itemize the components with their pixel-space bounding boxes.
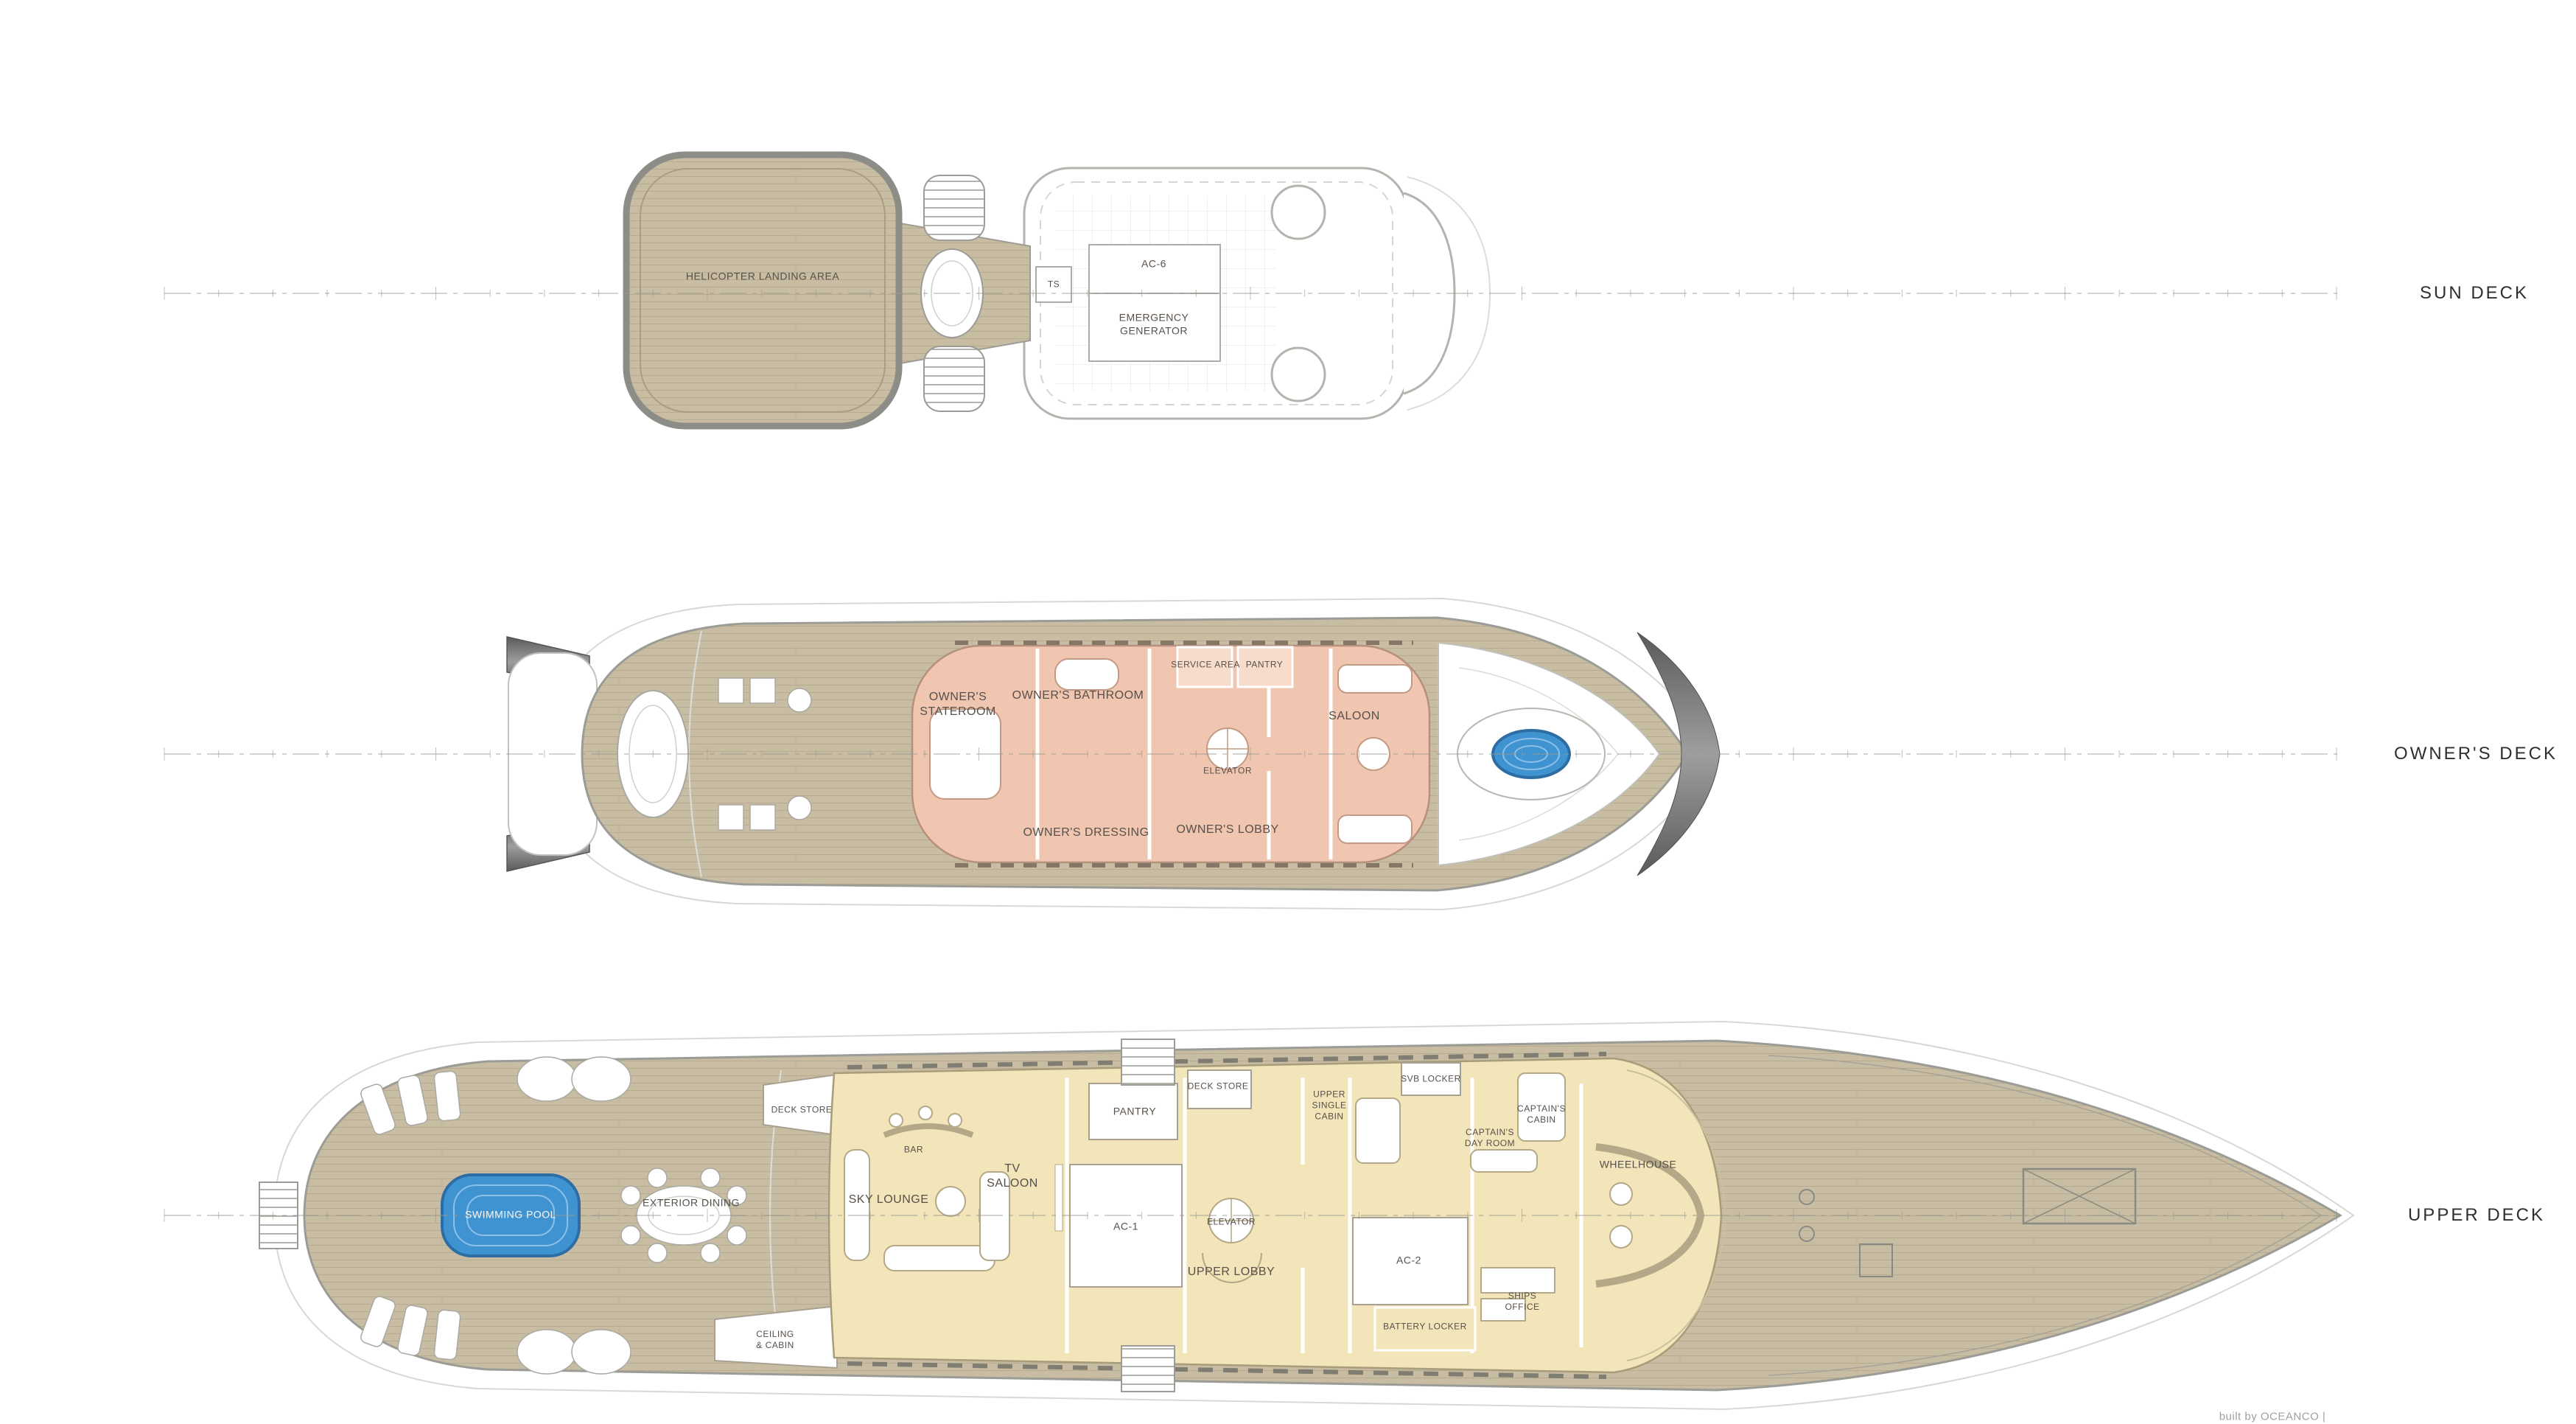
room-label-service-area: SERVICE AREA bbox=[1171, 659, 1240, 670]
owners-deck-plan bbox=[164, 597, 2337, 911]
ts-locker bbox=[1035, 266, 1072, 303]
bar-counter bbox=[883, 1123, 974, 1138]
room-label-upper-lobby: UPPER LOBBY bbox=[1187, 1266, 1275, 1278]
room-label-owners-lobby: OWNER'S LOBBY bbox=[1176, 823, 1279, 836]
sun-deck-table bbox=[1270, 346, 1326, 402]
battery-locker-room bbox=[1373, 1306, 1477, 1352]
deck-label-owners: OWNER'S DECK bbox=[2394, 744, 2558, 764]
room-label-ac1: AC-1 bbox=[1113, 1220, 1138, 1232]
deck-label-upper: UPPER DECK bbox=[2407, 1205, 2546, 1225]
upper-deck-plan bbox=[164, 1020, 2355, 1411]
room-label-saloon: SALOON bbox=[1329, 710, 1380, 722]
windlass bbox=[1799, 1189, 1815, 1205]
ac6-room bbox=[1088, 244, 1221, 294]
captains-bed bbox=[1517, 1072, 1566, 1142]
room-label-captains-day-room: CAPTAIN'S DAY ROOM bbox=[1464, 1127, 1516, 1148]
emergency-generator-room bbox=[1088, 293, 1221, 362]
day-cabin-room bbox=[714, 1305, 838, 1369]
service-area-room bbox=[1176, 646, 1233, 688]
room-label-ac2: AC-2 bbox=[1396, 1254, 1421, 1266]
room-label-captains-cabin: CAPTAIN'S CABIN bbox=[1517, 1103, 1566, 1125]
room-label-pantry-upper: PANTRY bbox=[1113, 1105, 1157, 1117]
ac2-room bbox=[1352, 1217, 1469, 1305]
upper-superstructure bbox=[827, 1057, 1723, 1374]
room-label-exterior-dining: EXTERIOR DINING bbox=[643, 1196, 740, 1209]
room-label-elevator-upper: ELEVATOR bbox=[1206, 1216, 1256, 1227]
ac1-room bbox=[1069, 1164, 1183, 1288]
room-label-swimming-pool: SWIMMING POOL bbox=[465, 1208, 556, 1221]
svb-locker-room bbox=[1401, 1062, 1461, 1096]
helipad bbox=[623, 151, 903, 430]
room-label-helipad: HELICOPTER LANDING AREA bbox=[685, 270, 840, 282]
builder-credit: built by OCEANCO | bbox=[2219, 1410, 2326, 1423]
single-cabin-bed bbox=[1355, 1097, 1401, 1164]
room-label-owners-dressing: OWNER'S DRESSING bbox=[1023, 826, 1149, 839]
windlass bbox=[1799, 1226, 1815, 1242]
sun-stairs-top bbox=[923, 175, 985, 241]
room-label-day-cabin: CEILING & CABIN bbox=[756, 1329, 794, 1350]
room-label-elevator-owners: ELEVATOR bbox=[1203, 765, 1253, 776]
pantry-room bbox=[1236, 646, 1294, 688]
deck-store-fwd-room bbox=[1187, 1069, 1252, 1109]
sun-deck-plan bbox=[164, 151, 2337, 430]
upper-stairs-bottom bbox=[1121, 1345, 1175, 1392]
room-label-wheelhouse: WHEELHOUSE bbox=[1599, 1158, 1677, 1170]
bow-locker bbox=[1859, 1243, 1893, 1277]
room-label-upper-single-cabin: UPPER SINGLE CABIN bbox=[1312, 1089, 1347, 1122]
pantry-room-upper bbox=[1088, 1083, 1178, 1140]
room-label-tv-saloon: TV SALOON bbox=[987, 1162, 1038, 1190]
room-label-owners-stateroom: OWNER'S STATEROOM bbox=[920, 691, 996, 718]
room-label-battery-locker: BATTERY LOCKER bbox=[1383, 1321, 1467, 1332]
room-label-ts: TS bbox=[1047, 279, 1060, 290]
room-label-sky-lounge: SKY LOUNGE bbox=[848, 1193, 929, 1206]
wheelhouse-console bbox=[1595, 1143, 1705, 1288]
room-label-deck-store-aft: DECK STORE bbox=[771, 1104, 833, 1115]
sun-stairs-bottom bbox=[923, 346, 985, 412]
room-label-bar: BAR bbox=[903, 1144, 924, 1155]
deck-label-sun: SUN DECK bbox=[2419, 283, 2530, 303]
room-label-svb-locker: SVB LOCKER bbox=[1401, 1073, 1461, 1084]
room-label-emergency-generator: EMERGENCY GENERATOR bbox=[1119, 311, 1189, 337]
bathtub bbox=[1054, 658, 1119, 691]
upper-stairs-top bbox=[1121, 1039, 1175, 1086]
room-label-ships-office: SHIPS OFFICE bbox=[1505, 1291, 1540, 1312]
bow-hatch bbox=[2022, 1168, 2137, 1225]
room-label-owners-bathroom: OWNER'S BATHROOM bbox=[1012, 689, 1144, 702]
room-label-pantry-owners: PANTRY bbox=[1245, 659, 1284, 670]
sun-deck-table bbox=[1270, 184, 1326, 240]
room-label-deck-store-fwd: DECK STORE bbox=[1187, 1081, 1249, 1092]
room-label-ac6: AC-6 bbox=[1141, 257, 1166, 270]
tv-screen bbox=[1054, 1164, 1063, 1232]
